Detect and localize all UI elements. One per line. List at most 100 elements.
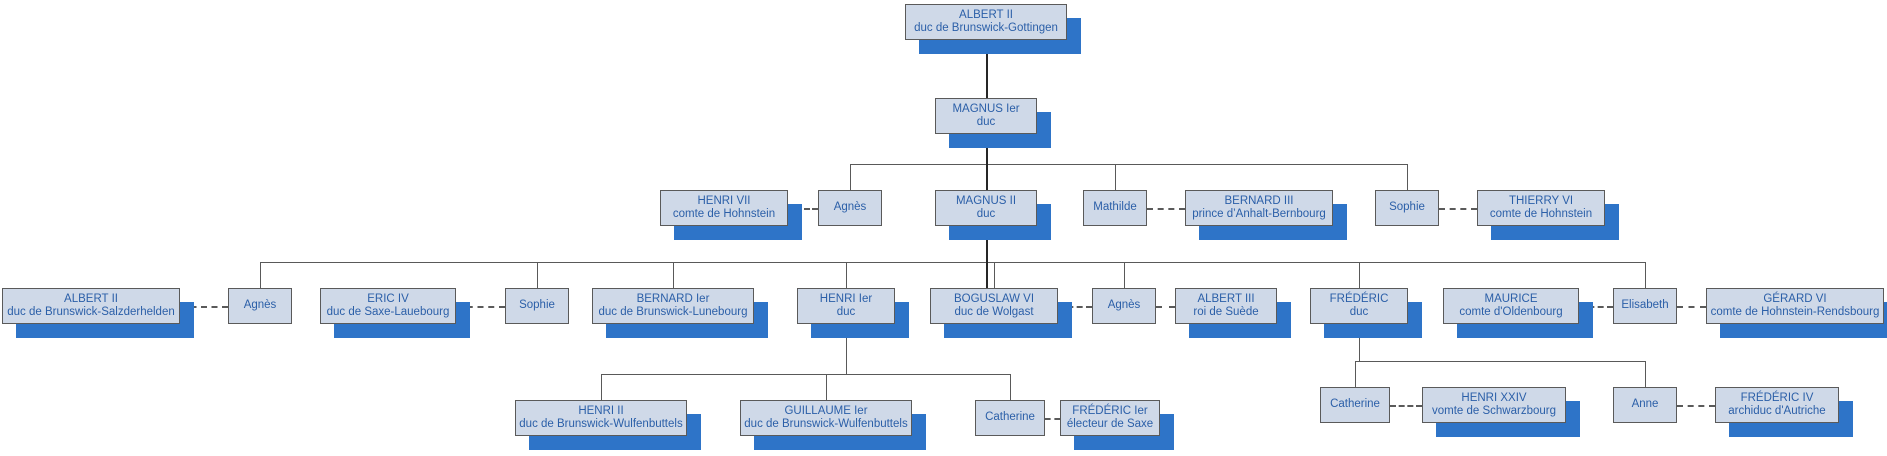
person-name: BERNARD III xyxy=(1224,194,1294,207)
marriage-henri7-agnes xyxy=(788,208,818,210)
descent-stem-frederic_duc xyxy=(1359,324,1360,361)
descent-bus-magnus2 xyxy=(260,262,1645,263)
descent-line-albert2_gottingen xyxy=(986,40,988,98)
descent-drop-sophie_g4 xyxy=(537,262,538,288)
person-title: duc de Brunswick-Lunebourg xyxy=(598,306,748,318)
marriage-agnes-albert3 xyxy=(1156,306,1175,308)
person-name: HENRI XXIV xyxy=(1461,391,1527,404)
person-title: duc de Saxe-Lauebourg xyxy=(326,306,450,318)
descent-bus-frederic_duc xyxy=(1355,361,1645,362)
person-name: Anne xyxy=(1631,398,1659,411)
person-title: duc xyxy=(976,116,996,128)
person-name: THIERRY VI xyxy=(1508,194,1574,207)
person-name: ALBERT II xyxy=(64,292,118,305)
descent-drop-agnes_g4a xyxy=(260,262,261,288)
descent-drop-frederic_duc xyxy=(1359,262,1360,288)
person-title: duc xyxy=(836,306,856,318)
person-title: duc xyxy=(1349,306,1369,318)
person-name: MAURICE xyxy=(1484,292,1538,305)
person-name: MAGNUS Ier xyxy=(952,102,1020,115)
person-title: duc de Brunswick-Salzderhelden xyxy=(7,306,175,318)
descent-drop-boguslaw6 xyxy=(994,262,995,288)
person-node-agnes_g4a[interactable]: Agnès xyxy=(228,288,292,324)
person-name: FRÉDÉRIC IV xyxy=(1740,391,1814,404)
descent-drop-mathilde xyxy=(1115,164,1116,190)
descent-drop-anne xyxy=(1645,361,1646,387)
person-title: comte de Hohnstein xyxy=(672,208,776,220)
descent-bus-henri1 xyxy=(601,374,1010,375)
person-name: HENRI Ier xyxy=(819,292,873,305)
person-name: Agnès xyxy=(833,201,867,214)
person-name: Agnès xyxy=(243,299,277,312)
person-node-catherine_g5b[interactable]: Catherine xyxy=(1320,387,1390,423)
marriage-sophie-thierry6 xyxy=(1439,208,1477,210)
marriage-anne-frederic4 xyxy=(1677,405,1715,407)
descent-drop-henri1 xyxy=(846,262,847,288)
descent-bus-magnus1 xyxy=(850,164,1407,165)
person-title: roi de Suède xyxy=(1193,306,1259,318)
person-node-sophie_g4[interactable]: Sophie xyxy=(505,288,569,324)
person-name: Catherine xyxy=(1330,398,1380,411)
descent-drop-catherine_g5a xyxy=(1010,374,1011,400)
person-title: prince d’Anhalt-Bernbourg xyxy=(1192,208,1326,220)
person-name: GÉRARD VI xyxy=(1763,292,1827,305)
descent-drop-elisabeth xyxy=(1645,262,1646,288)
person-name: Agnès xyxy=(1107,299,1141,312)
person-title: archiduc d'Autriche xyxy=(1728,405,1826,417)
marriage-mathilde-bernard3 xyxy=(1147,208,1185,210)
marriage-albert2-agnes xyxy=(180,306,228,308)
person-node-mathilde[interactable]: Mathilde xyxy=(1083,190,1147,226)
person-name: FRÉDÉRIC Ier xyxy=(1072,404,1148,417)
person-node-sophie_g3[interactable]: Sophie xyxy=(1375,190,1439,226)
person-node-anne[interactable]: Anne xyxy=(1613,387,1677,423)
person-node-catherine_g5a[interactable]: Catherine xyxy=(975,400,1045,436)
marriage-eric4-sophie xyxy=(456,306,505,308)
person-title: duc de Brunswick-Wulfenbuttels xyxy=(744,418,908,430)
person-node-agnes_g3[interactable]: Agnès xyxy=(818,190,882,226)
person-title: duc de Brunswick-Gottingen xyxy=(914,22,1058,34)
person-node-agnes_g4b[interactable]: Agnès xyxy=(1092,288,1156,324)
person-name: BOGUSLAW VI xyxy=(953,292,1035,305)
person-name: HENRI VII xyxy=(697,194,751,207)
descent-trunk-magnus1 xyxy=(986,164,988,190)
person-title: duc xyxy=(976,208,996,220)
marriage-elisabeth-gerard6 xyxy=(1677,306,1706,308)
descent-drop-henri2 xyxy=(601,374,602,400)
person-title: duc de Wolgast xyxy=(954,306,1034,318)
person-name: ERIC IV xyxy=(367,292,409,305)
descent-drop-catherine_g5b xyxy=(1355,361,1356,387)
person-name: BERNARD Ier xyxy=(636,292,710,305)
person-title: électeur de Saxe xyxy=(1066,418,1154,430)
descent-trunk-magnus2 xyxy=(986,262,988,288)
person-name: FRÉDÉRIC xyxy=(1329,292,1389,305)
marriage-boguslaw6-agnes xyxy=(1058,306,1092,308)
person-name: Sophie xyxy=(519,299,555,312)
descent-stem-magnus1 xyxy=(986,134,988,164)
person-node-elisabeth[interactable]: Elisabeth xyxy=(1613,288,1677,324)
person-title: comte d'Oldenbourg xyxy=(1459,306,1563,318)
person-title: vomte de Schwarzbourg xyxy=(1431,405,1556,417)
descent-drop-sophie_g3 xyxy=(1407,164,1408,190)
person-name: Catherine xyxy=(985,411,1035,424)
